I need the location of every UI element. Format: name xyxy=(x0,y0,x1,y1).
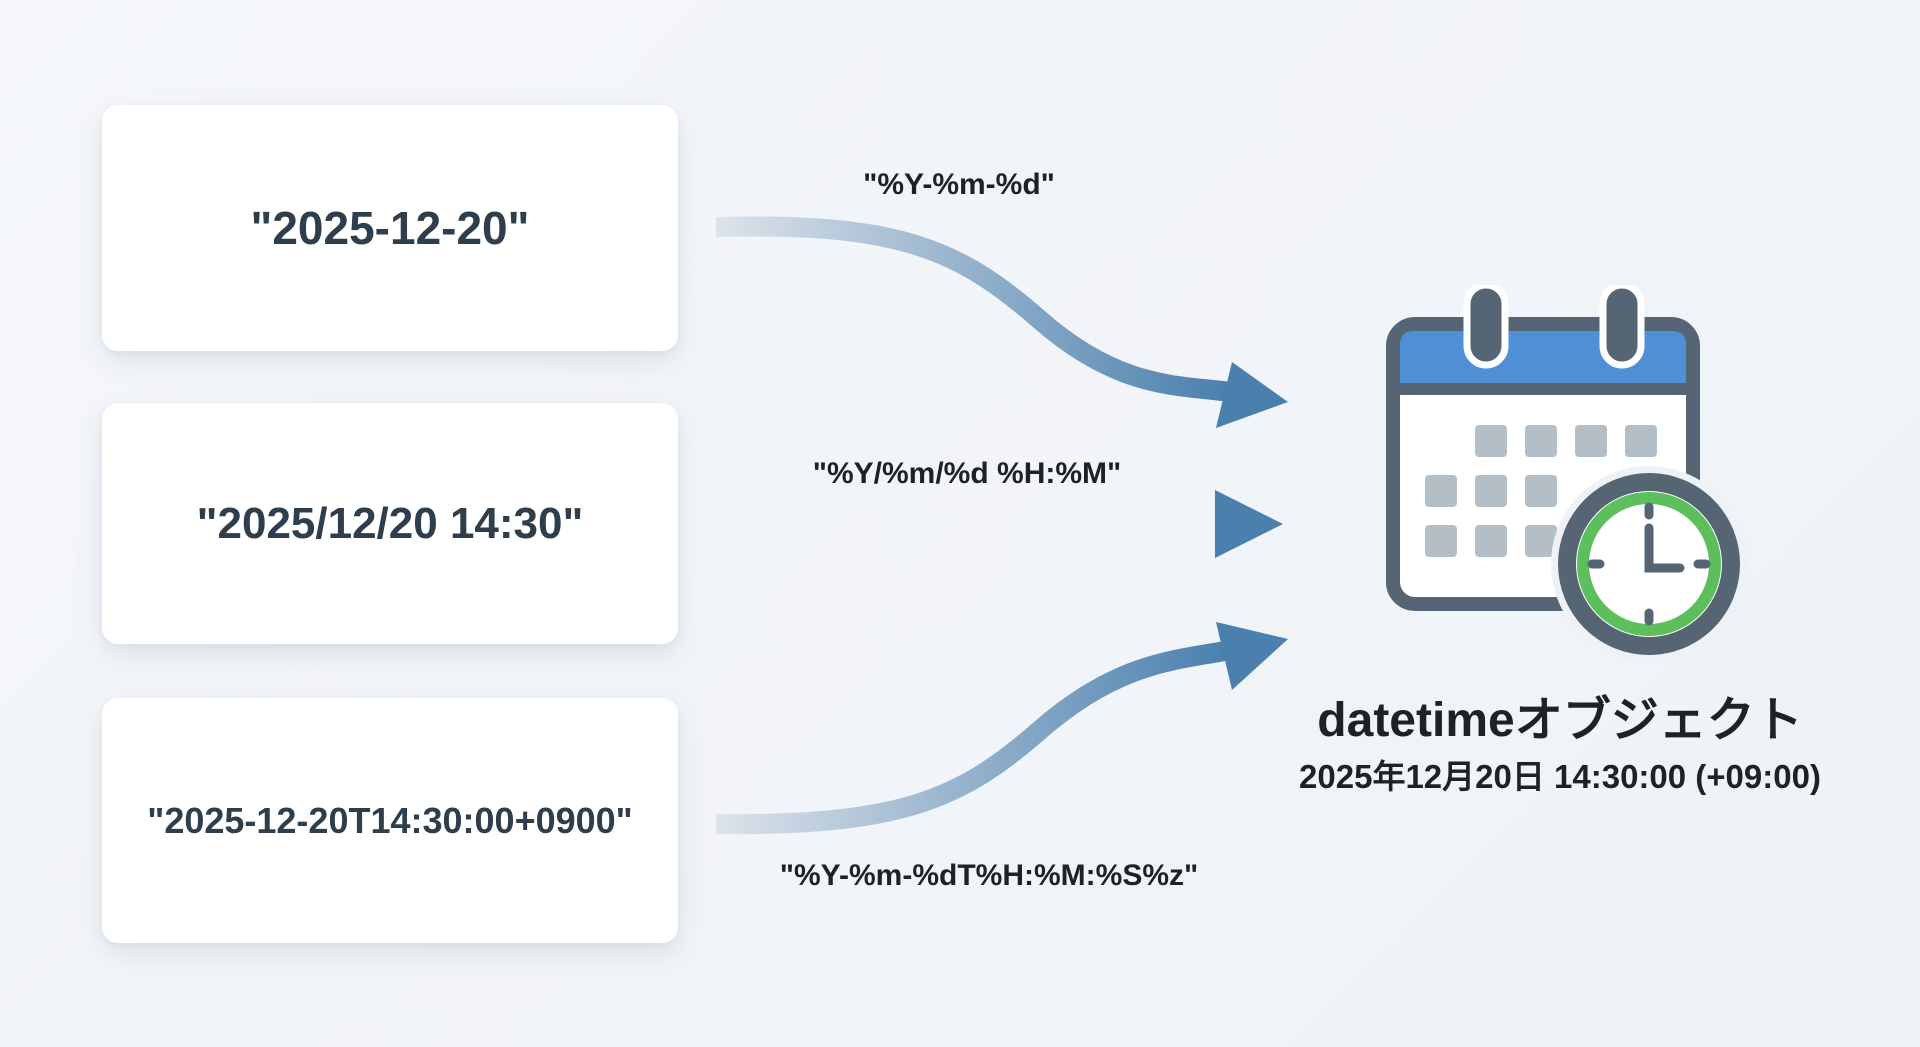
format-label-3: "%Y-%m-%dT%H:%M:%S%z" xyxy=(779,859,1199,892)
calendar-clock-icon xyxy=(1386,285,1747,662)
format-label-2: "%Y/%m/%d %H:%M" xyxy=(812,457,1122,490)
input-card-datetime: "2025/12/20 14:30" xyxy=(102,403,678,644)
clock-icon xyxy=(1551,466,1747,662)
input-string: "2025-12-20T14:30:00+0900" xyxy=(147,799,633,841)
arrow-2 xyxy=(716,490,1283,558)
output-title: datetimeオブジェクト xyxy=(1317,694,1803,747)
input-string: "2025-12-20" xyxy=(250,202,530,254)
arrow-3 xyxy=(715,622,1288,835)
arrow-1 xyxy=(715,216,1288,428)
input-card-iso: "2025-12-20T14:30:00+0900" xyxy=(102,698,678,943)
input-card-date: "2025-12-20" xyxy=(102,105,678,351)
input-string: "2025/12/20 14:30" xyxy=(196,498,584,548)
format-label-1: "%Y-%m-%d" xyxy=(863,168,1055,201)
output-value: 2025年12月20日 14:30:00 (+09:00) xyxy=(1299,758,1821,795)
